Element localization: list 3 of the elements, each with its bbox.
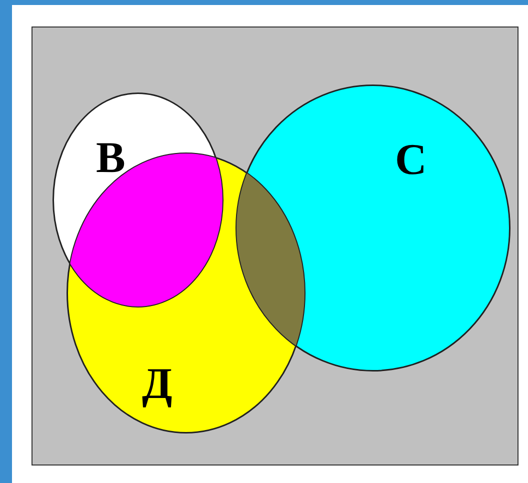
- set-label: В: [96, 136, 126, 180]
- set-label: Д: [142, 362, 172, 406]
- set-label: С: [395, 138, 427, 182]
